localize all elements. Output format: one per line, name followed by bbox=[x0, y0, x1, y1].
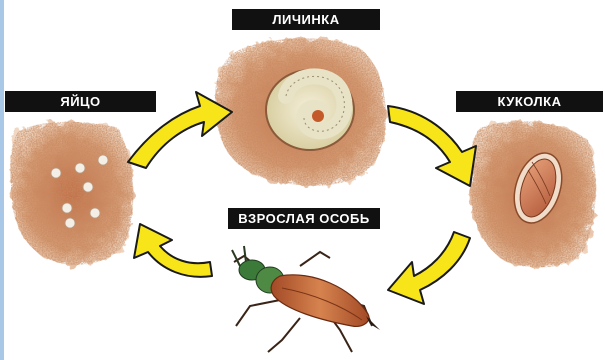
egg bbox=[98, 155, 108, 165]
stage-label-pupa: КУКОЛКА bbox=[456, 91, 603, 112]
egg bbox=[75, 163, 85, 173]
beetle-elytra bbox=[271, 275, 369, 327]
pupa-stage bbox=[470, 121, 596, 267]
egg-stage bbox=[10, 122, 133, 265]
stage-label-adult: ВЗРОСЛАЯ ОСОБЬ bbox=[228, 208, 380, 229]
larva-stage bbox=[215, 38, 386, 186]
egg bbox=[65, 218, 75, 228]
larva-head bbox=[312, 110, 324, 122]
egg bbox=[83, 182, 93, 192]
egg bbox=[51, 168, 61, 178]
egg-soil-texture bbox=[10, 122, 133, 265]
arrow-adult-to-egg bbox=[134, 224, 212, 277]
arrow-larva-to-pupa bbox=[388, 106, 476, 186]
egg bbox=[90, 208, 100, 218]
stage-label-larva: ЛИЧИНКА bbox=[232, 9, 380, 30]
beetle-tail bbox=[366, 316, 380, 330]
stage-label-egg: ЯЙЦО bbox=[5, 91, 156, 112]
arrow-pupa-to-adult bbox=[388, 232, 470, 304]
adult-beetle bbox=[232, 246, 380, 352]
egg bbox=[62, 203, 72, 213]
